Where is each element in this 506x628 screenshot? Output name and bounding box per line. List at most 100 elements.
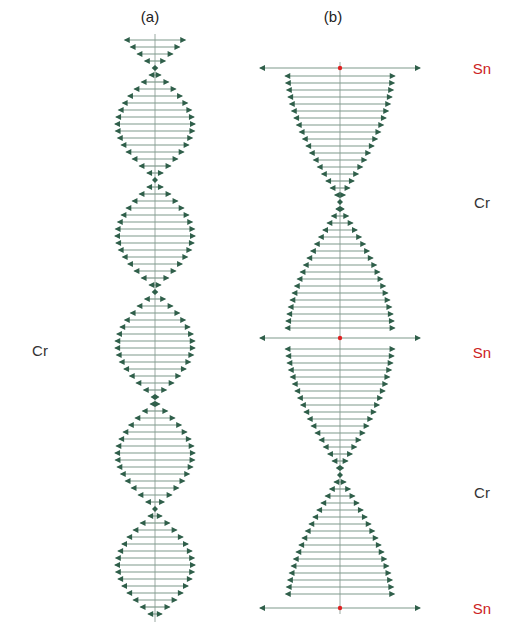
arrow-head: [115, 226, 121, 232]
arrow-head: [114, 457, 120, 463]
arrow-head: [139, 520, 145, 526]
spin-line: [119, 109, 192, 110]
arrow-head: [298, 542, 304, 548]
arrow-head: [390, 346, 396, 352]
spin-arrow: [123, 366, 187, 372]
spin-line: [126, 151, 183, 152]
spin-arrow: [117, 219, 194, 225]
spin-line: [286, 320, 394, 321]
arrow-head: [117, 219, 123, 225]
arrow-head: [300, 402, 306, 408]
spin-line: [115, 235, 195, 236]
arrow-head: [374, 402, 380, 408]
arrow-head: [387, 94, 393, 100]
spin-line: [137, 305, 172, 306]
spin-line: [292, 110, 389, 111]
arrow-head: [155, 289, 158, 295]
arrow-head: [174, 485, 180, 491]
arrow-head: [157, 611, 163, 617]
spin-line: [304, 411, 376, 412]
arrow-head: [169, 380, 175, 386]
arrow-head: [174, 44, 180, 50]
spin-line: [116, 445, 193, 446]
arrow-head: [115, 569, 121, 575]
arrow-head: [390, 73, 396, 79]
spin-arrow: [115, 114, 195, 120]
arrow-head: [299, 129, 305, 135]
arrow-head: [133, 268, 139, 274]
arrow-head: [183, 541, 189, 547]
spin-line: [308, 418, 373, 419]
arrow-head: [189, 443, 195, 449]
spin-line: [132, 200, 177, 201]
spin-arrow: [300, 402, 380, 408]
arrow-head: [326, 220, 332, 226]
arrow-head: [114, 450, 120, 456]
arrow-head: [177, 93, 183, 99]
spin-arrow: [305, 143, 375, 149]
arrow-head: [340, 206, 345, 212]
arrow-head: [156, 282, 162, 288]
spin-arrow: [116, 331, 194, 337]
sn-site-dot: [338, 66, 342, 70]
arrow-head: [290, 563, 296, 569]
arrow-head: [125, 205, 131, 211]
spin-arrow: [137, 492, 172, 498]
arrow-head: [369, 528, 375, 534]
arrow-head: [171, 268, 177, 274]
spin-line: [119, 438, 191, 439]
spin-line: [134, 88, 175, 89]
arrow-head: [382, 381, 388, 387]
spin-arrow: [296, 276, 383, 282]
arrow-head: [383, 108, 389, 114]
arrow-head: [172, 597, 178, 603]
arrow-head: [286, 87, 292, 93]
element-label: Cr: [474, 195, 490, 210]
arrow-head: [189, 226, 195, 232]
arrow-head: [288, 367, 294, 373]
spin-arrow: [115, 569, 195, 575]
spin-arrow: [284, 325, 395, 331]
arrow-head: [303, 262, 309, 268]
spin-arrow: [141, 275, 170, 281]
sn-site-dot: [338, 606, 342, 610]
arrow-head: [136, 51, 142, 57]
spin-line: [117, 354, 194, 355]
arrow-head: [146, 184, 152, 190]
arrow-head: [287, 577, 293, 583]
arrow-head: [385, 297, 391, 303]
arrow-head: [296, 276, 302, 282]
arrow-head: [415, 65, 421, 71]
arrow-head: [189, 569, 195, 575]
spin-arrow: [320, 500, 360, 506]
spin-arrow: [305, 528, 376, 534]
arrow-head: [289, 101, 295, 107]
arrow-head: [124, 317, 130, 323]
spin-arrow: [334, 192, 346, 198]
spin-arrow: [308, 521, 372, 527]
arrow-head: [190, 121, 196, 127]
arrow-head: [372, 136, 378, 142]
arrow-head: [126, 590, 132, 596]
arrow-head: [323, 444, 329, 450]
arrow-head: [167, 492, 173, 498]
spin-line: [131, 487, 178, 488]
arrow-head: [114, 562, 120, 568]
spin-arrow: [152, 506, 158, 512]
spin-arrow: [124, 37, 186, 43]
spin-line: [116, 116, 194, 117]
spin-arrow: [294, 283, 386, 289]
arrow-head: [347, 451, 353, 457]
axis-line: [155, 34, 156, 622]
arrow-head: [162, 408, 168, 414]
arrow-head: [177, 261, 183, 267]
arrow-head: [288, 570, 294, 576]
spin-line: [287, 586, 394, 587]
spin-arrow: [114, 457, 195, 463]
arrow-head: [168, 51, 174, 57]
arrow-head: [320, 500, 326, 506]
arrow-head: [348, 220, 354, 226]
arrow-head: [284, 73, 290, 79]
arrow-head: [171, 86, 177, 92]
spin-arrow: [296, 122, 385, 128]
